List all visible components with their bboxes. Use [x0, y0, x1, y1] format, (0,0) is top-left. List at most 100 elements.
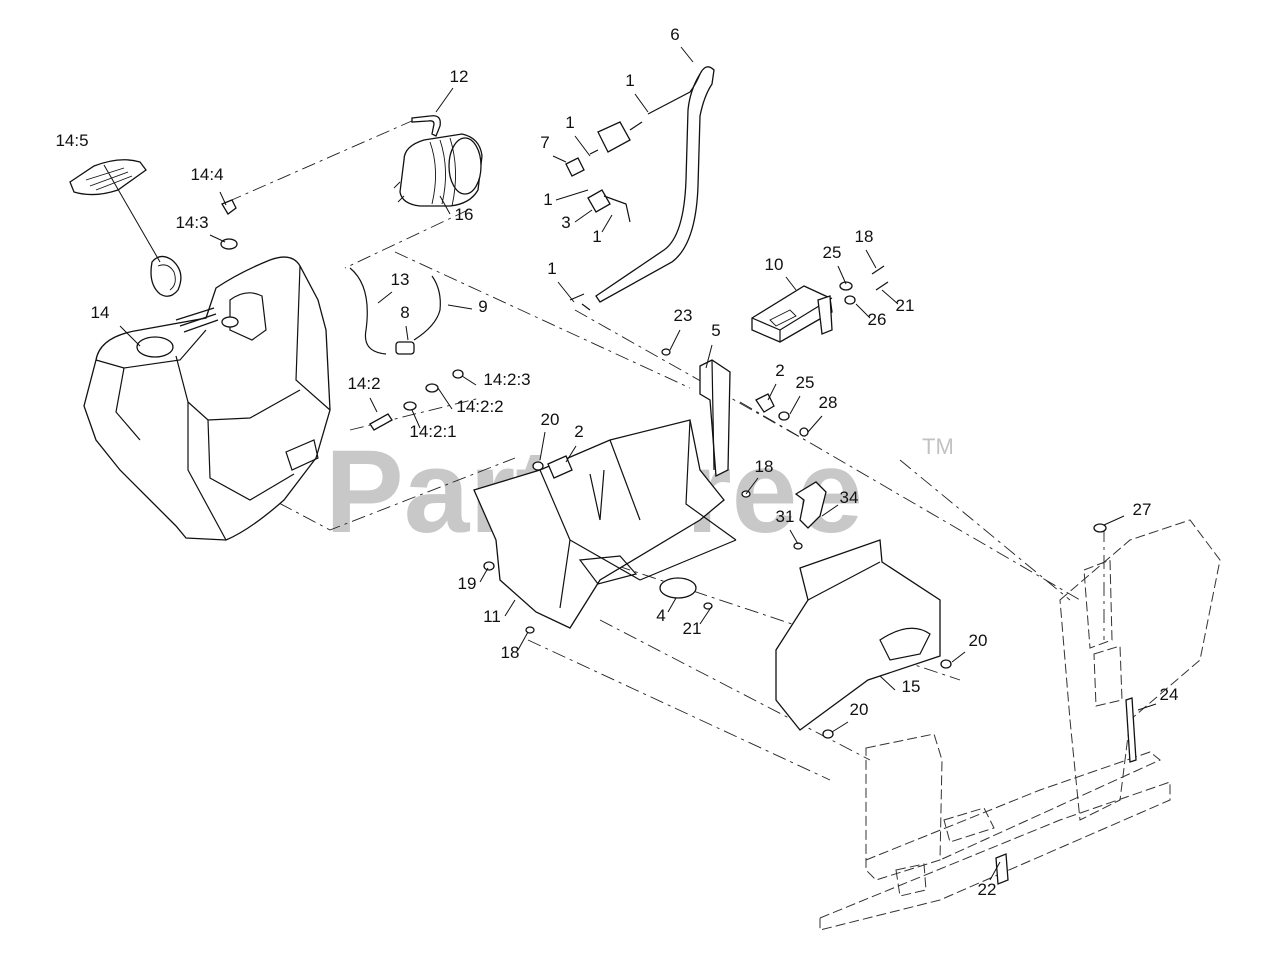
- callout-leader: [435, 87, 454, 113]
- callout-label: 25: [796, 373, 815, 392]
- callout-leader: [504, 599, 516, 617]
- callout-leader: [555, 189, 589, 201]
- callout-leader: [789, 529, 799, 545]
- callout-label: 1: [592, 227, 601, 246]
- callout-label: 25: [823, 243, 842, 262]
- fuel-line-filter-assembly: [565, 66, 715, 311]
- callout-leader: [951, 651, 966, 663]
- callout-leader: [865, 249, 877, 269]
- callout-label: 1: [565, 113, 574, 132]
- callout-leader: [989, 861, 1001, 881]
- callout-label: 20: [969, 631, 988, 650]
- callout-label: 23: [674, 306, 693, 325]
- callout-label: 2: [775, 361, 784, 380]
- callout-label: 10: [765, 255, 784, 274]
- tank-fitting-stack: [369, 369, 464, 431]
- callout-leader: [405, 325, 409, 341]
- callout-label: 16: [455, 205, 474, 224]
- callout-leader: [437, 387, 453, 410]
- callout-label: 1: [625, 71, 634, 90]
- callout-leader: [447, 304, 473, 310]
- callout-leader: [767, 383, 777, 401]
- callout-label: 12: [450, 67, 469, 86]
- callout-leader: [855, 303, 871, 319]
- callout-leader: [574, 209, 593, 223]
- callout-label: 14:4: [190, 165, 223, 184]
- callout-label: 18: [855, 227, 874, 246]
- bracket-10-part: [751, 285, 833, 343]
- callout-leader: [680, 46, 694, 63]
- upright-bracket-5-part: [699, 359, 731, 478]
- hardware-upper-right: [661, 265, 1107, 533]
- callout-label: 19: [458, 574, 477, 593]
- callout-label: 14:3: [175, 213, 208, 232]
- callout-leader: [565, 445, 577, 463]
- callout-label: 11: [483, 607, 501, 626]
- callout-label: 14:2:2: [456, 397, 503, 416]
- clip-34-part: [741, 481, 827, 550]
- callout-label: 27: [1133, 500, 1152, 519]
- callout-label: 24: [1160, 685, 1179, 704]
- callout-leader: [745, 477, 759, 495]
- callout-leader: [1103, 515, 1125, 526]
- callout-leader: [219, 191, 227, 206]
- callout-leader: [789, 395, 801, 415]
- callout-leader: [667, 597, 677, 613]
- callout-label: 8: [400, 303, 409, 322]
- fuel-lines-part: [349, 267, 441, 355]
- frame-reference: [819, 519, 1221, 931]
- callout-label: 6: [670, 25, 679, 44]
- callout-leader: [881, 289, 899, 305]
- callout-leader: [601, 214, 613, 233]
- callout-leader: [699, 605, 713, 625]
- callout-label: 28: [819, 393, 838, 412]
- callout-label: 31: [776, 507, 795, 526]
- callout-label: 7: [540, 133, 549, 152]
- callout-leader: [539, 431, 546, 461]
- callout-leader: [837, 265, 847, 285]
- callout-leader: [634, 93, 649, 113]
- callout-leader: [807, 415, 823, 433]
- fuel-cap-part: [69, 159, 182, 297]
- tray-11-part: [473, 419, 737, 634]
- callout-label: 22: [978, 880, 997, 899]
- callout-label: 18: [755, 457, 774, 476]
- callout-leader: [557, 281, 575, 303]
- callout-label: 21: [896, 296, 915, 315]
- callout-label: 26: [868, 310, 887, 329]
- callout-leader: [479, 567, 489, 583]
- callout-label: 13: [391, 270, 410, 289]
- callout-leader: [705, 344, 713, 369]
- callout-label: 3: [561, 213, 570, 232]
- callout-label: 14: [91, 303, 110, 322]
- callout-label: 20: [541, 410, 560, 429]
- callout-label: 18: [501, 643, 520, 662]
- callout-leader: [821, 504, 839, 517]
- callout-leader: [439, 195, 451, 215]
- vent-hose-part: [411, 115, 441, 137]
- callout-leader: [552, 155, 567, 163]
- callout-leader: [831, 721, 849, 733]
- callout-label: 5: [711, 321, 720, 340]
- callout-leader: [377, 291, 393, 304]
- callout-label: 4: [656, 606, 665, 625]
- callout-leader: [209, 234, 226, 243]
- watermark-tm: TM: [922, 434, 954, 459]
- callout-leader: [669, 329, 681, 351]
- callout-label: 20: [850, 700, 869, 719]
- callout-label: 21: [683, 619, 702, 638]
- callout-leader: [103, 164, 161, 263]
- callout-label: 1: [543, 190, 552, 209]
- callout-label: 15: [902, 677, 921, 696]
- callout-leader: [785, 276, 797, 291]
- callout-label: 9: [478, 297, 487, 316]
- callout-label: 14:2:1: [409, 422, 456, 441]
- callout-label: 2: [574, 422, 583, 441]
- shield-plate-15-part: [775, 539, 952, 739]
- callout-leader: [119, 325, 141, 347]
- callout-label: 34: [840, 488, 859, 507]
- callout-label: 14:5: [55, 131, 88, 150]
- callout-leader: [517, 631, 529, 651]
